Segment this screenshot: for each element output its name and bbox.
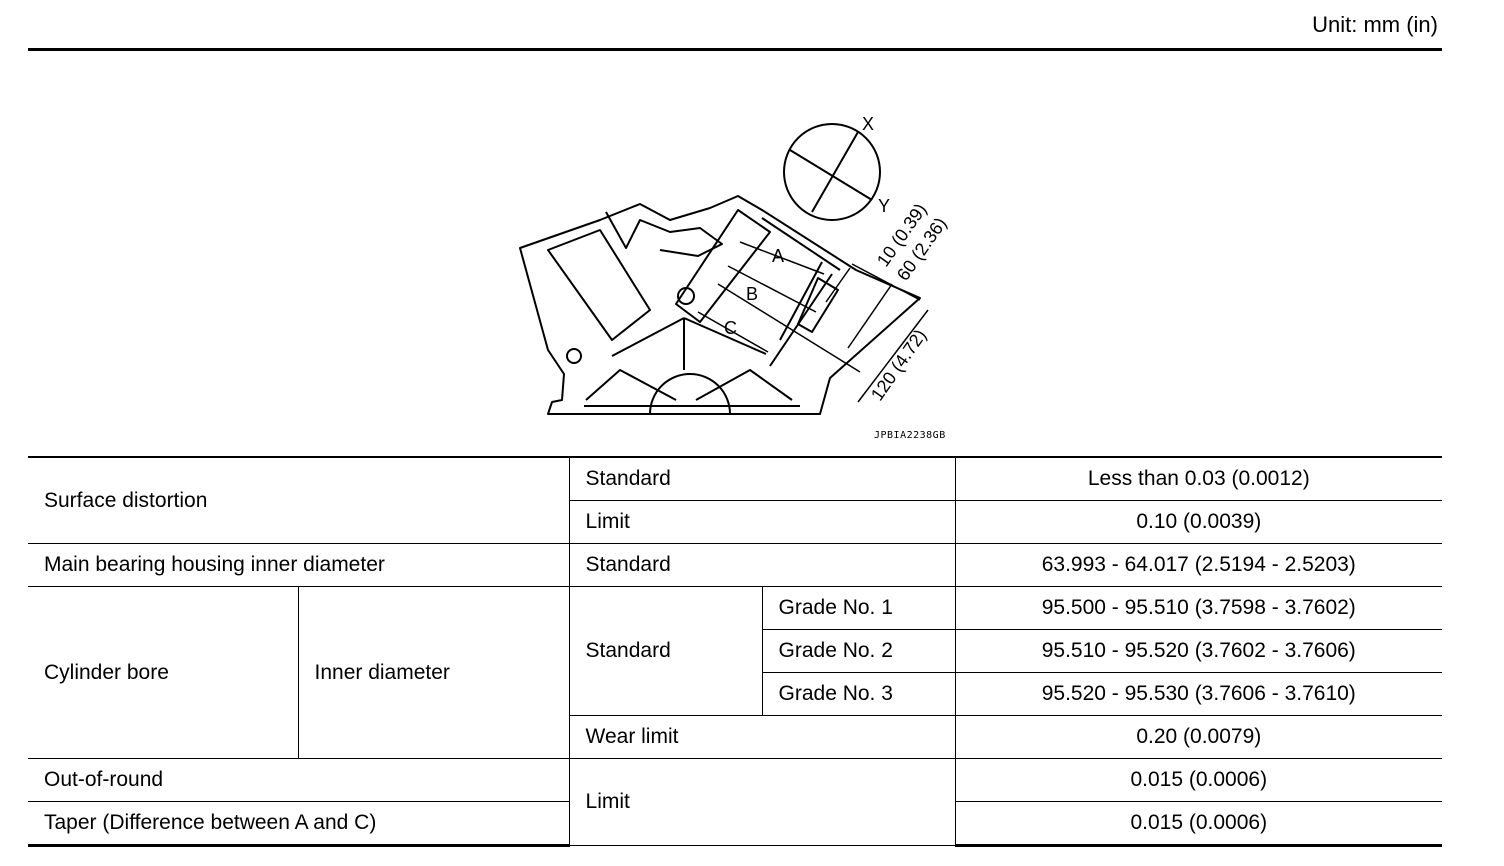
table-row: Limit 0.10 (0.0039) (28, 500, 1443, 544)
round-taper-limit-label: Limit (568, 758, 956, 846)
grade-1-value: 95.500 - 95.510 (3.7598 - 3.7602) (954, 586, 1443, 630)
grade-2-value: 95.510 - 95.520 (3.7602 - 3.7606) (954, 629, 1443, 673)
table-row: Out-of-round Limit 0.015 (0.0006) (28, 758, 1443, 846)
block-outline (519, 195, 921, 415)
label-y: Y (878, 196, 890, 216)
surface-distortion-label: Surface distortion (28, 456, 570, 544)
taper-label: Taper (Difference between A and C) (28, 801, 570, 847)
main-bearing-standard-label: Standard (568, 543, 956, 587)
label-b: B (746, 284, 758, 304)
table-row: Wear limit 0.20 (0.0079) (28, 715, 1443, 759)
surface-standard-value: Less than 0.03 (0.0012) (954, 456, 1443, 501)
table-row: Surface distortion Standard Less than 0.… (28, 456, 1443, 544)
taper-value: 0.015 (0.0006) (954, 801, 1443, 847)
spec-table: Surface distortion Standard Less than 0.… (28, 456, 1443, 847)
surface-limit-value: 0.10 (0.0039) (954, 500, 1443, 544)
cylinder-block-figure: X Y A B C 10 (0.39) 60 (2.36) 120 (4.72) (500, 100, 1000, 450)
figure-id: JPBIA2238GB (874, 430, 946, 441)
out-of-round-label: Out-of-round (28, 758, 570, 802)
bore-circle (783, 123, 881, 221)
surface-limit-label: Limit (569, 500, 956, 544)
main-bearing-label: Main bearing housing inner diameter (28, 543, 570, 587)
grade-3-label: Grade No. 3 (762, 672, 956, 716)
grade-3-value: 95.520 - 95.530 (3.7606 - 3.7610) (954, 672, 1443, 716)
table-row: Main bearing housing inner diameter Stan… (28, 543, 1443, 587)
header-rule (28, 48, 1442, 51)
wear-limit-label: Wear limit (569, 715, 956, 759)
table-row: Grade No. 3 95.520 - 95.530 (3.7606 - 3.… (28, 672, 1443, 716)
label-a: A (772, 246, 784, 266)
main-bearing-standard-value: 63.993 - 64.017 (2.5194 - 2.5203) (954, 543, 1443, 587)
label-x: X (862, 114, 874, 134)
surface-standard-label: Standard (568, 456, 956, 501)
wear-limit-value: 0.20 (0.0079) (954, 715, 1443, 759)
table-row: Cylinder bore Inner diameter Standard Gr… (28, 586, 1443, 759)
inner-diameter-label: Inner diameter (297, 586, 570, 759)
cylinder-standard-label: Standard (568, 586, 763, 716)
table-row: Taper (Difference between A and C) 0.015… (28, 801, 1443, 847)
label-c: C (724, 318, 737, 338)
unit-label: Unit: mm (in) (1312, 12, 1438, 37)
out-of-round-value: 0.015 (0.0006) (954, 758, 1443, 802)
cylinder-block-diagram: X Y A B C 10 (0.39) 60 (2.36) 120 (4.72) (519, 114, 951, 415)
grade-2-label: Grade No. 2 (762, 629, 956, 673)
grade-1-label: Grade No. 1 (761, 586, 956, 630)
cylinder-bore-label: Cylinder bore (28, 586, 299, 759)
